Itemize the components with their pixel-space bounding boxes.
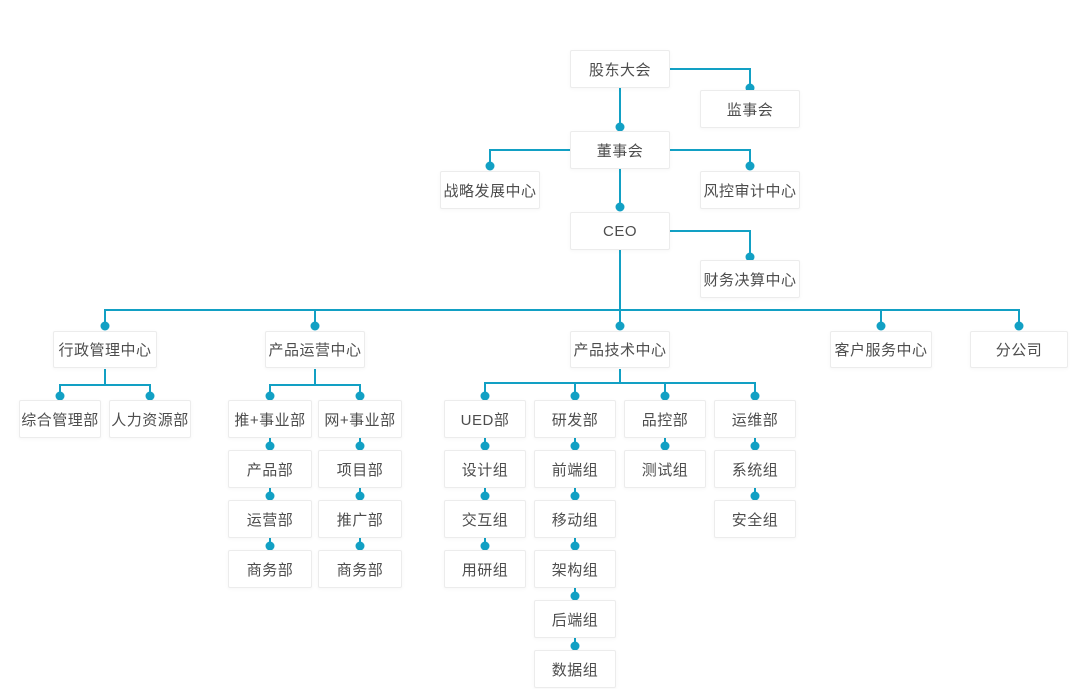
org-node-design-team: 设计组 <box>444 450 526 488</box>
org-node-backend-team: 后端组 <box>534 600 616 638</box>
org-node-product-dept: 产品部 <box>228 450 312 488</box>
org-node-interaction-team: 交互组 <box>444 500 526 538</box>
org-node-hr: 人力资源部 <box>109 400 191 438</box>
org-node-tui-division: 推+事业部 <box>228 400 312 438</box>
org-node-security-team: 安全组 <box>714 500 796 538</box>
org-node-admin-center: 行政管理中心 <box>53 331 157 368</box>
org-node-supervisory: 监事会 <box>700 90 800 128</box>
org-node-risk-audit: 风控审计中心 <box>700 171 800 209</box>
org-node-system-team: 系统组 <box>714 450 796 488</box>
org-node-qc: 品控部 <box>624 400 706 438</box>
org-node-branch-company: 分公司 <box>970 331 1068 368</box>
org-node-ceo: CEO <box>570 212 670 250</box>
org-node-strategy: 战略发展中心 <box>440 171 540 209</box>
org-node-ops: 运维部 <box>714 400 796 438</box>
org-node-customer-service-center: 客户服务中心 <box>830 331 932 368</box>
org-node-shareholders: 股东大会 <box>570 50 670 88</box>
org-node-architecture-team: 架构组 <box>534 550 616 588</box>
org-node-business-dept-wang: 商务部 <box>318 550 402 588</box>
org-node-promotion-dept: 推广部 <box>318 500 402 538</box>
org-node-finance: 财务决算中心 <box>700 260 800 298</box>
org-node-wang-division: 网+事业部 <box>318 400 402 438</box>
org-node-mobile-team: 移动组 <box>534 500 616 538</box>
org-node-product-tech-center: 产品技术中心 <box>570 331 670 368</box>
org-node-testing-team: 测试组 <box>624 450 706 488</box>
org-node-operation-dept: 运营部 <box>228 500 312 538</box>
org-node-user-research-team: 用研组 <box>444 550 526 588</box>
org-node-business-dept-tui: 商务部 <box>228 550 312 588</box>
org-node-data-team: 数据组 <box>534 650 616 688</box>
org-node-rnd: 研发部 <box>534 400 616 438</box>
org-node-frontend-team: 前端组 <box>534 450 616 488</box>
org-node-product-ops-center: 产品运营中心 <box>265 331 365 368</box>
org-node-ued: UED部 <box>444 400 526 438</box>
org-node-general-admin: 综合管理部 <box>19 400 101 438</box>
org-node-project-dept: 项目部 <box>318 450 402 488</box>
org-node-board: 董事会 <box>570 131 670 169</box>
